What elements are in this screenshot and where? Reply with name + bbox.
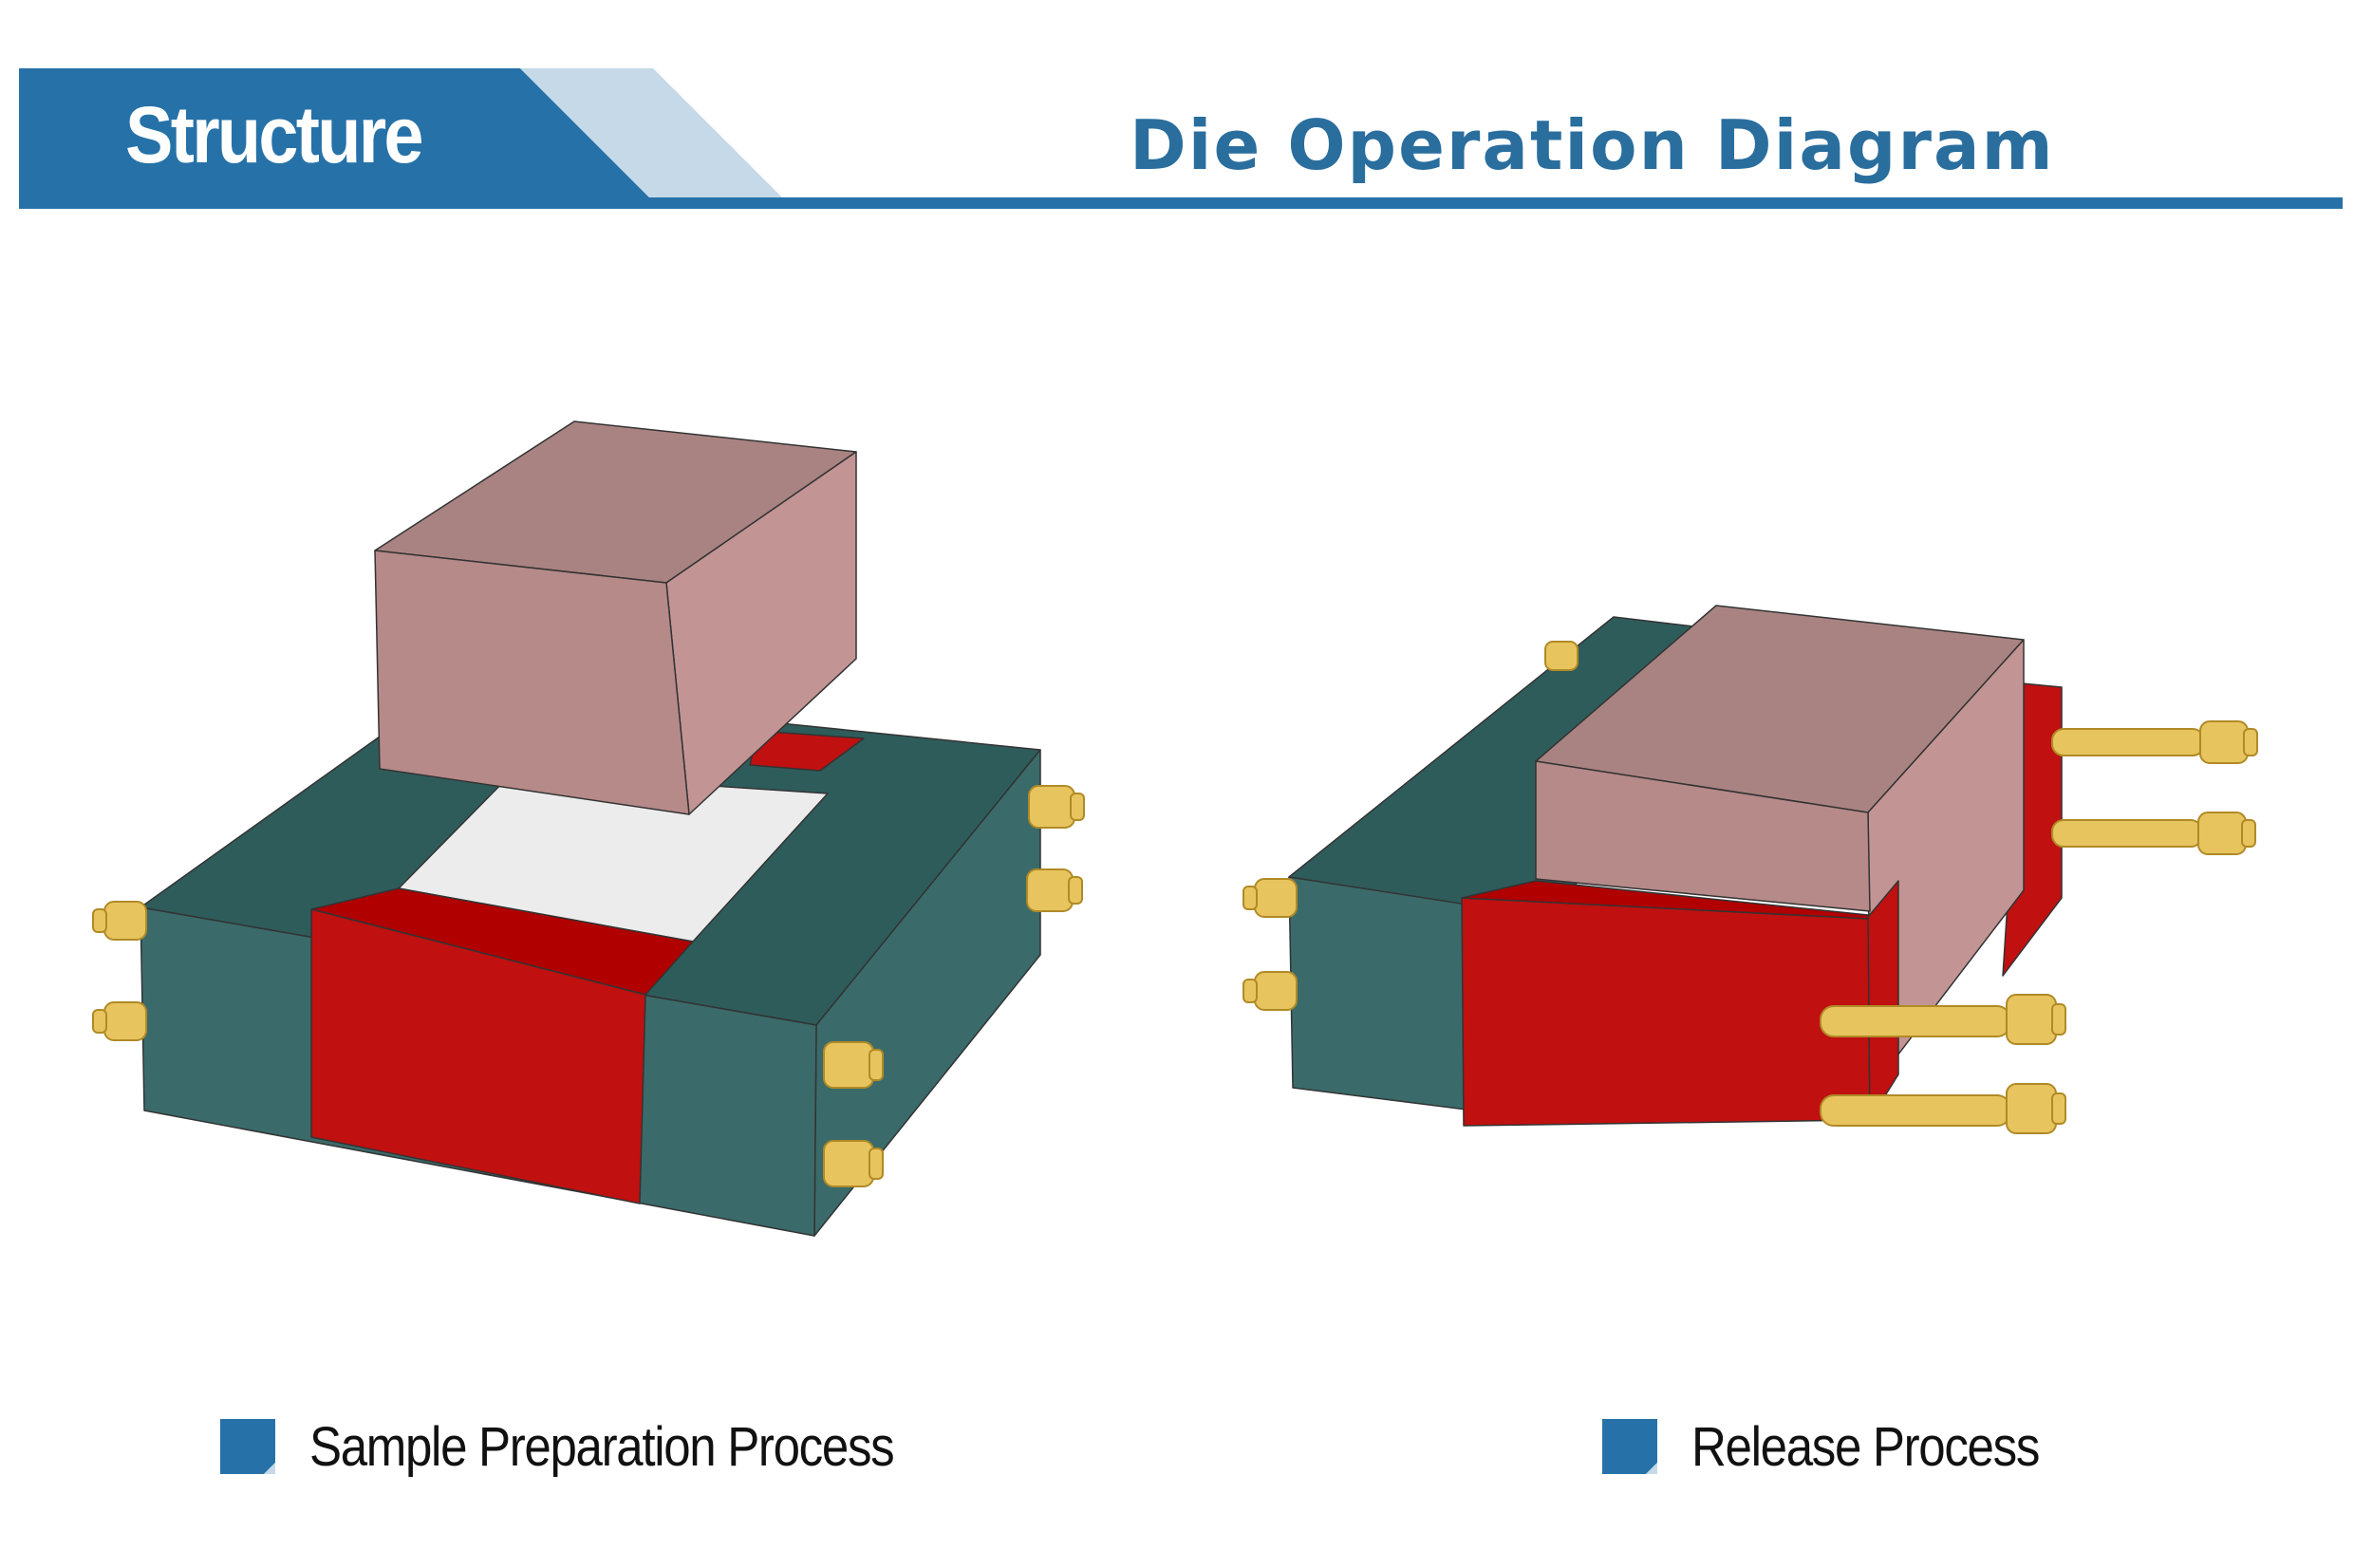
red-side-plate xyxy=(1461,897,1871,1127)
header-ribbon xyxy=(19,68,2343,209)
section-label-band xyxy=(19,68,653,201)
bolt-icon xyxy=(823,1041,884,1089)
bolt-icon xyxy=(1028,785,1085,829)
punch-block-front xyxy=(374,550,690,815)
bolt-icon xyxy=(92,901,147,941)
figure-sample-preparation xyxy=(85,361,1120,1272)
header-banner: Structure Die Operation Diagram xyxy=(0,0,2354,228)
caption-sample-preparation: Sample Preparation Process xyxy=(220,1409,973,1484)
page-title: Die Operation Diagram xyxy=(1130,105,2055,185)
bolt-icon xyxy=(1242,878,1298,918)
header-rule xyxy=(19,197,2343,209)
sample-preparation-diagram xyxy=(92,420,1085,1237)
bolt-icon xyxy=(92,1001,147,1041)
bolt-icon xyxy=(1544,641,1579,671)
release-rod-icon xyxy=(2051,720,2258,764)
blue-square-icon xyxy=(220,1419,275,1474)
punch-block-front xyxy=(1535,760,1871,912)
red-side-plate xyxy=(310,908,646,1204)
bolt-icon xyxy=(1242,971,1298,1011)
red-plate-side xyxy=(1867,880,1899,1121)
release-rod-icon xyxy=(2051,812,2256,855)
caption-text: Release Process xyxy=(1691,1415,2040,1478)
caption-text: Sample Preparation Process xyxy=(309,1415,895,1478)
figure-release xyxy=(1234,361,2297,1272)
bolt-icon xyxy=(1026,868,1083,912)
red-plate-top xyxy=(1461,880,1869,920)
bolt-icon xyxy=(823,1140,884,1187)
caption-release: Release Process xyxy=(1602,1409,2086,1484)
release-rod-icon xyxy=(1820,994,2066,1045)
release-rod-icon xyxy=(1820,1083,2066,1134)
release-diagram xyxy=(1242,605,2258,1134)
section-label: Structure xyxy=(125,90,423,179)
blue-square-icon xyxy=(1602,1419,1657,1474)
header-accent-band xyxy=(520,68,786,201)
